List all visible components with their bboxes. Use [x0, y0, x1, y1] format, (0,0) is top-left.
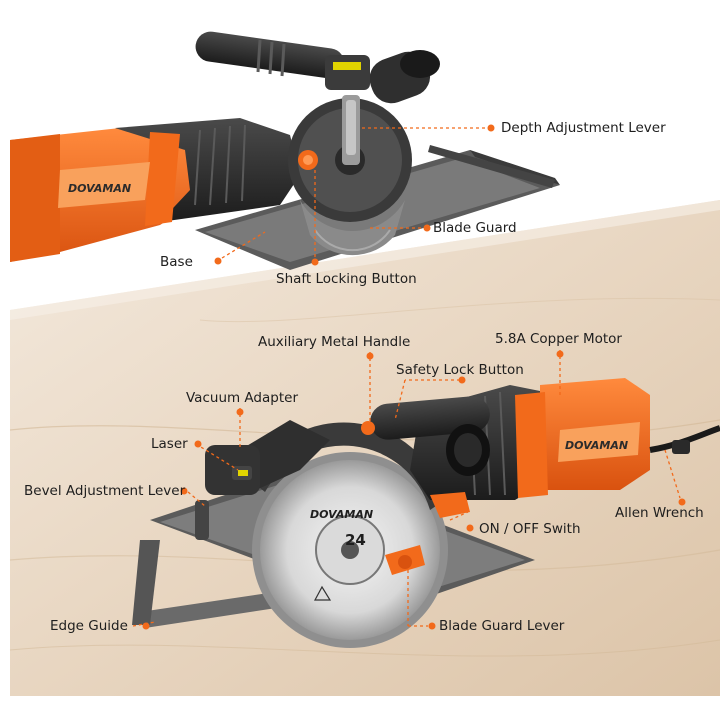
label-blade-guard-lever: Blade Guard Lever [439, 618, 565, 634]
label-safety-lock-button: Safety Lock Button [396, 362, 524, 378]
label-vacuum-adapter: Vacuum Adapter [186, 390, 298, 406]
motor-logo: DOVAMAN [565, 439, 628, 452]
top-logo: DOVAMAN [68, 182, 131, 195]
label-edge-guide: Edge Guide [50, 618, 128, 634]
label-auxiliary-metal-handle: Auxiliary Metal Handle [258, 334, 411, 350]
label-laser: Laser [151, 436, 188, 452]
label-depth-adjustment-lever: Depth Adjustment Lever [501, 120, 666, 136]
label-shaft-locking-button: Shaft Locking Button [276, 271, 417, 287]
label-allen-wrench: Allen Wrench [615, 505, 704, 521]
label-on-off-switch: ON / OFF Swith [479, 521, 581, 537]
blade-tooth-count: 24 [345, 531, 366, 549]
leader-dots [142, 124, 686, 630]
top-saw: DOVAMAN [10, 31, 560, 270]
blade-logo: DOVAMAN [310, 508, 373, 521]
bottom-saw: DOVAMAN 24 DOVAMAN [132, 378, 720, 648]
label-copper-motor: 5.8A Copper Motor [495, 331, 622, 347]
label-base: Base [160, 254, 193, 270]
label-blade-guard: Blade Guard [433, 220, 517, 236]
label-bevel-adjustment-lever: Bevel Adjustment Lever [24, 483, 186, 499]
